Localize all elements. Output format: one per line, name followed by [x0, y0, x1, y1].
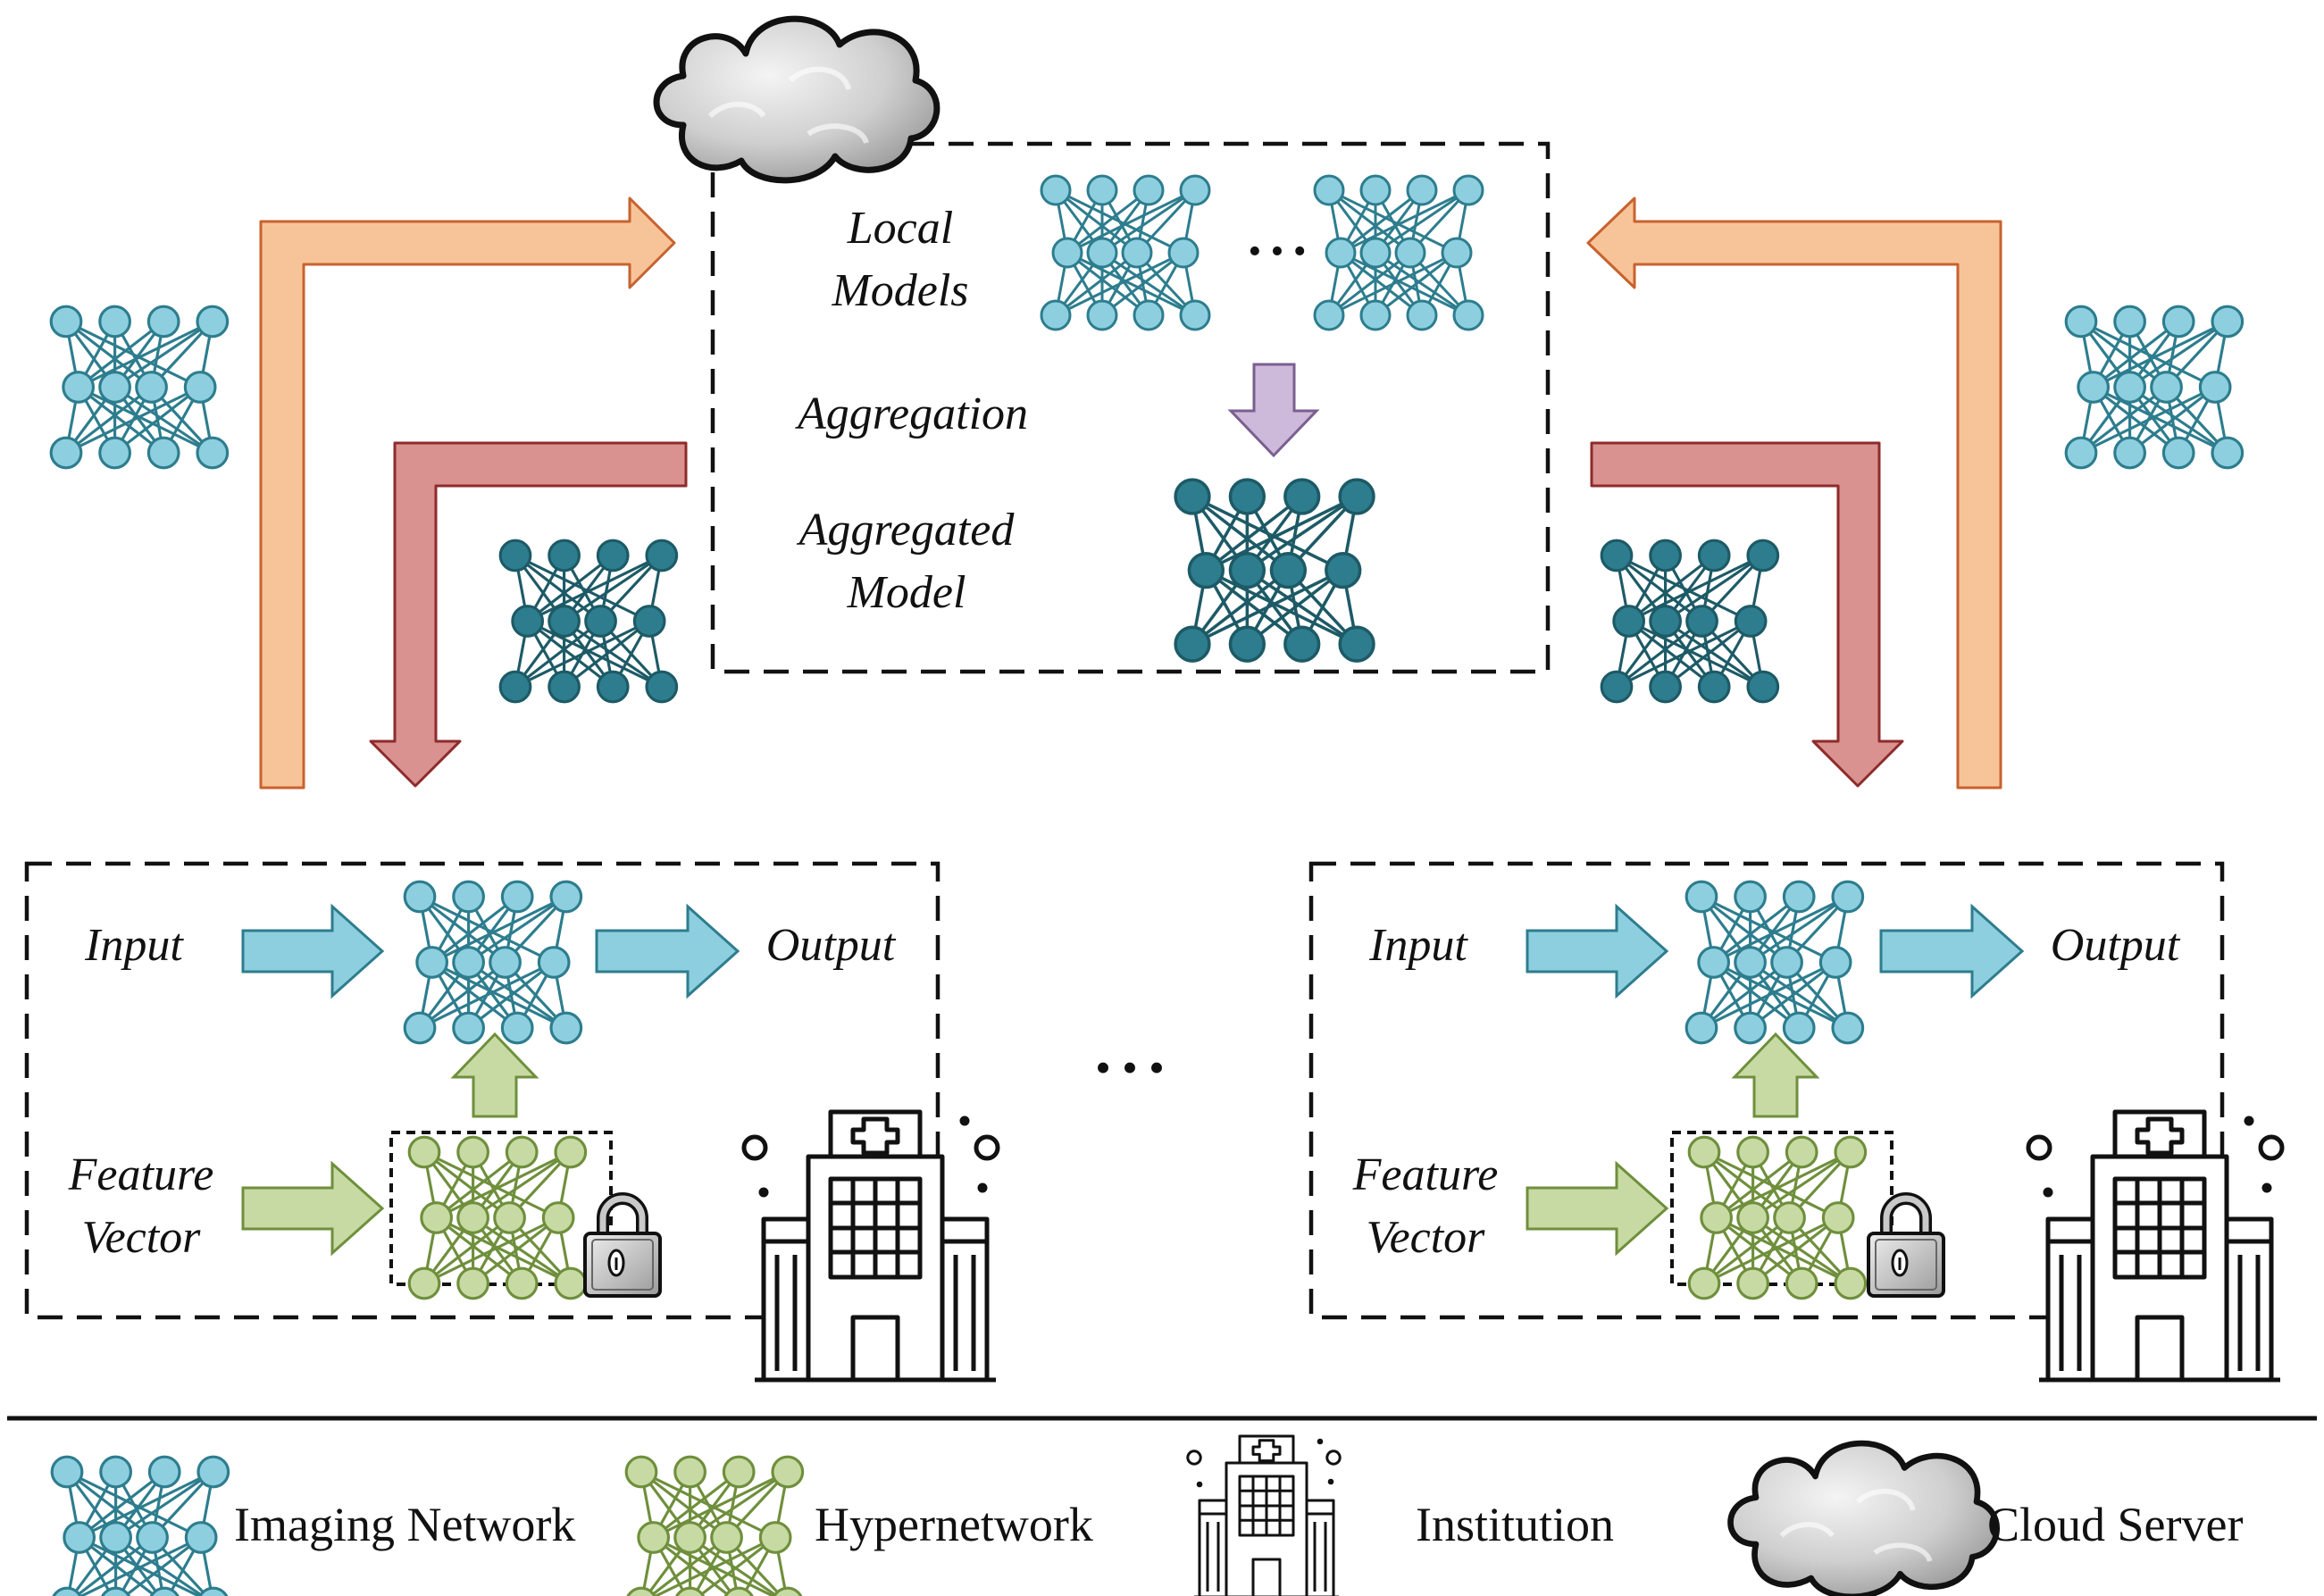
feature-arrow-right: [1526, 1160, 1669, 1257]
feature-vector-label-left-2: Vector: [82, 1212, 202, 1263]
legend-hypernetwork-icon: [624, 1455, 805, 1596]
input-arrow-right: [1526, 903, 1669, 999]
feature-vector-label-left-1: Feature: [68, 1149, 214, 1200]
institutions-ellipsis: • • •: [1095, 1042, 1165, 1092]
legend: Imaging Network Hypernetwork Institution…: [50, 1434, 2243, 1596]
hospital-icon-left: [744, 1112, 998, 1380]
upload-arrow-right: [1586, 196, 2002, 790]
legend-institution-label: Institution: [1416, 1498, 1614, 1551]
downloaded-network-icon-left: [498, 539, 679, 704]
legend-hypernetwork-label: Hypernetwork: [815, 1498, 1093, 1551]
input-arrow-left: [241, 903, 385, 999]
uploaded-network-icon-left: [49, 305, 230, 470]
output-label-left: Output: [766, 920, 897, 971]
imaging-network-icon-right: [1684, 880, 1865, 1045]
hospital-icon-right: [2028, 1112, 2282, 1380]
institution-left: Input Output Feature Vector: [24, 861, 998, 1380]
upload-arrow-left: [259, 196, 676, 790]
feature-vector-label-right-1: Feature: [1352, 1149, 1499, 1200]
aggregated-model-network-icon: [1174, 478, 1375, 663]
feature-arrow-left: [241, 1160, 385, 1257]
legend-imaging-network-icon: [50, 1455, 230, 1596]
local-models-ellipsis: • • •: [1248, 231, 1306, 272]
input-label-left: Input: [84, 920, 184, 971]
institution-box-left: [24, 861, 940, 1320]
feature-vector-label-right-2: Vector: [1367, 1212, 1486, 1263]
institution-right: Input Output Feature Vector: [1308, 861, 2282, 1380]
download-arrow-right: [1590, 441, 1904, 788]
uploaded-network-icon-right: [2064, 305, 2245, 470]
local-models-label-2: Models: [831, 265, 968, 316]
hypernetwork-icon-right: [1687, 1135, 1868, 1300]
local-model-network-icon: [1313, 174, 1484, 331]
aggregation-arrow: [1227, 363, 1320, 458]
downloaded-network-icon-right: [1600, 539, 1780, 704]
lock-icon-right: [1868, 1199, 1944, 1296]
institution-box-right: [1308, 861, 2225, 1320]
aggregation-label: Aggregation: [795, 389, 1028, 439]
cloud-icon: [656, 19, 937, 180]
output-arrow-right: [1879, 903, 2025, 999]
legend-hospital-icon: [1186, 1434, 1342, 1596]
aggregated-model-label-2: Model: [847, 567, 966, 618]
legend-cloud-server-label: Cloud Server: [1987, 1498, 2243, 1551]
download-arrow-left: [369, 441, 688, 788]
hyper-to-imaging-arrow-right: [1731, 1032, 1820, 1118]
hypernetwork-icon-left: [407, 1135, 588, 1300]
server-box: [710, 141, 1551, 674]
input-label-right: Input: [1368, 920, 1468, 971]
local-models-label-1: Local: [847, 203, 953, 254]
local-model-network-icon: [1040, 174, 1211, 331]
legend-imaging-network-label: Imaging Network: [234, 1498, 575, 1551]
hyper-to-imaging-arrow-left: [450, 1032, 539, 1118]
output-arrow-left: [595, 903, 740, 999]
imaging-network-icon-left: [403, 880, 583, 1045]
aggregated-model-label-1: Aggregated: [797, 505, 1016, 556]
output-label-right: Output: [2051, 920, 2181, 971]
lock-icon-left: [585, 1199, 660, 1296]
legend-cloud-icon: [1731, 1443, 1997, 1596]
